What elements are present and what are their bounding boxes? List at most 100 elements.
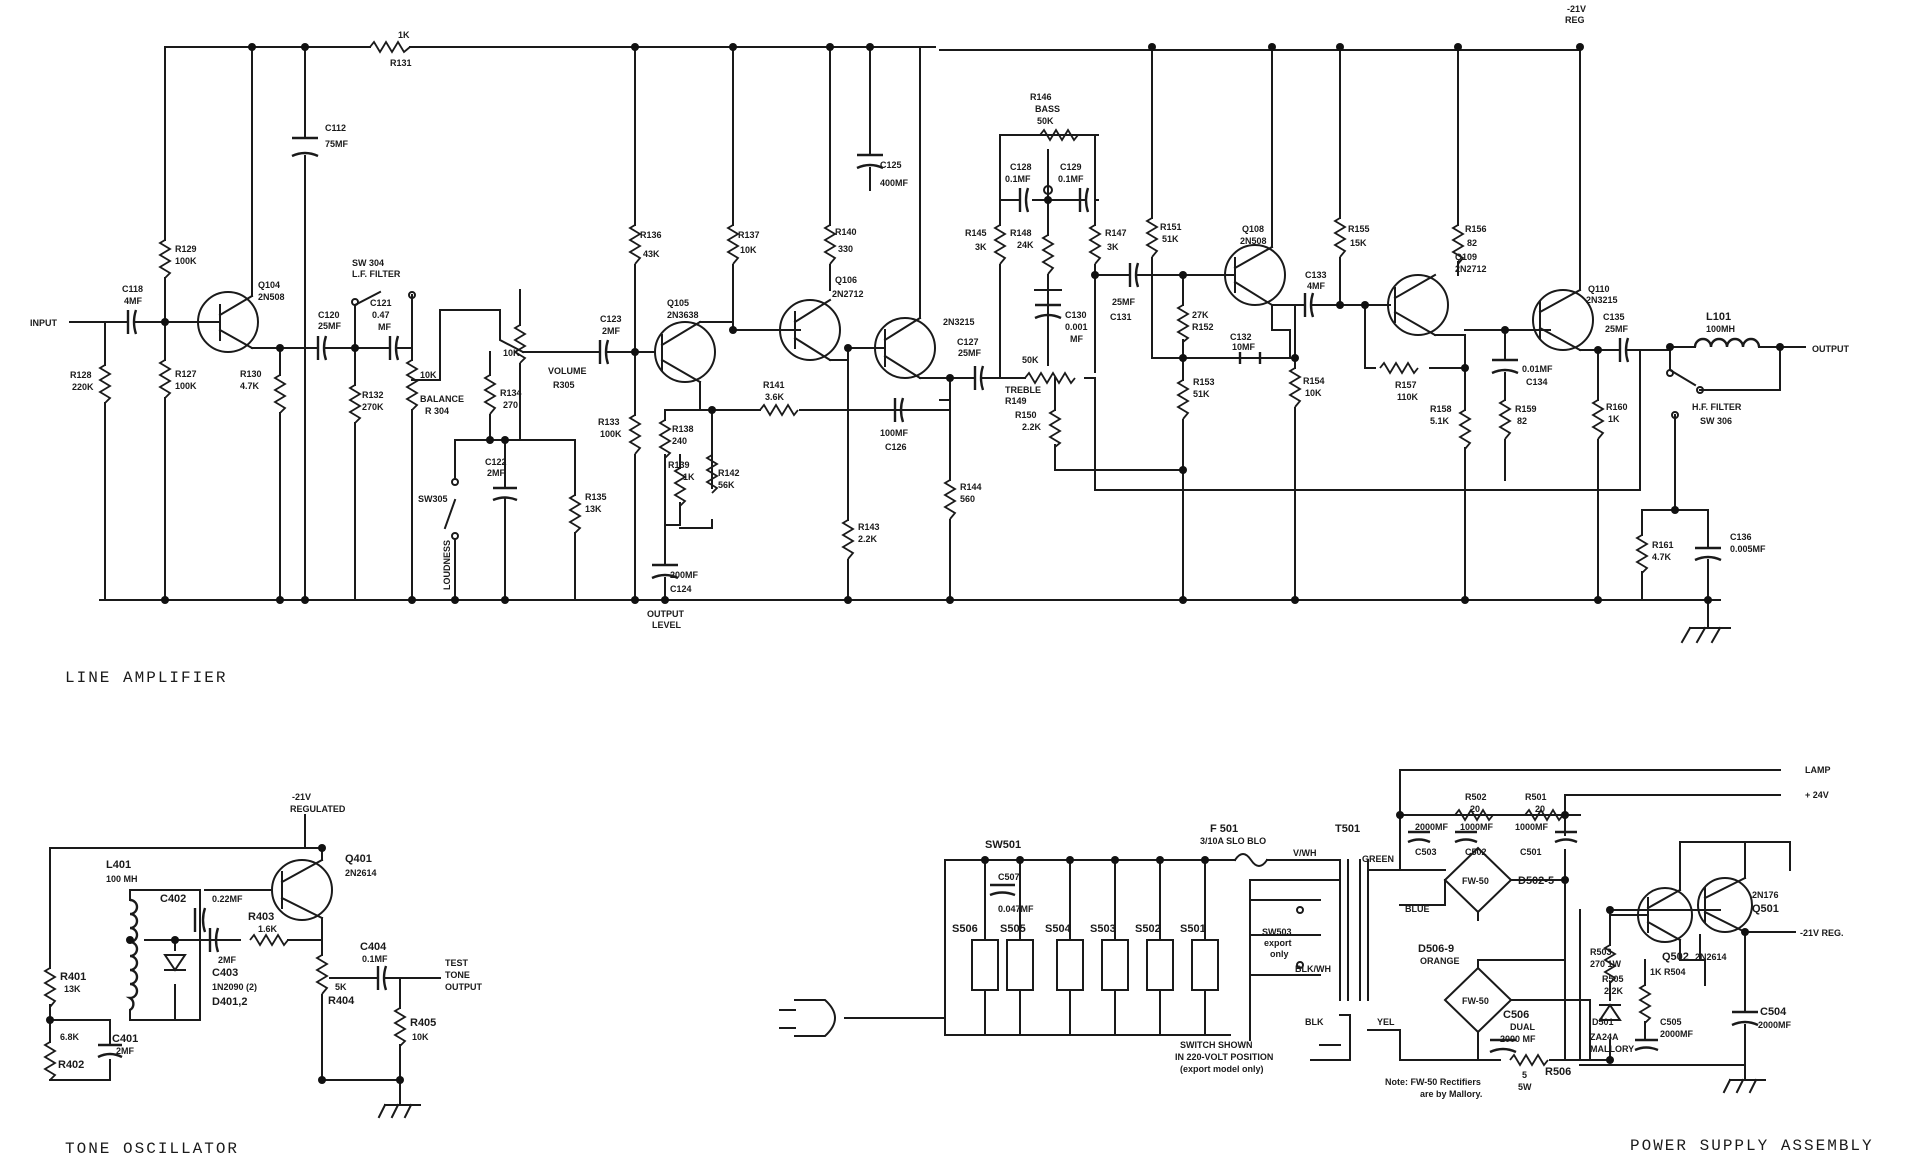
- resistor-r405: [393, 1007, 407, 1047]
- component-value: 2N508: [258, 292, 285, 302]
- resistor-r158: [1458, 409, 1472, 450]
- component-value: 0.1MF: [362, 954, 388, 964]
- output-label: TONE: [445, 970, 470, 980]
- output-label: + 24V: [1805, 790, 1829, 800]
- wire-label: ORANGE: [1420, 956, 1460, 966]
- capacitor-c135: [1618, 337, 1630, 363]
- capacitor-c506: [1489, 1038, 1517, 1054]
- component-value: 110K: [1397, 392, 1419, 402]
- component-value: L.F. FILTER: [352, 269, 401, 279]
- component-value: 10MF: [1232, 342, 1256, 352]
- capacitor-c125: [856, 153, 884, 170]
- potentiometer-r304: [405, 359, 419, 411]
- component-label: T501: [1335, 823, 1360, 835]
- resistor-r501: [1524, 808, 1564, 822]
- component-value: 100 MH: [106, 874, 138, 884]
- component-value: 2MF: [487, 468, 506, 478]
- inductor-l101: [1693, 337, 1761, 348]
- component-label: R501: [1525, 792, 1547, 802]
- resistor-r127: [158, 359, 172, 399]
- component-value: 25MF: [1605, 324, 1629, 334]
- component-label: C505: [1660, 1017, 1682, 1027]
- component-label: R 304: [425, 406, 449, 416]
- component-value: 24K: [1017, 240, 1034, 250]
- component-label: R153: [1193, 377, 1215, 387]
- section-title-tone-oscillator: TONE OSCILLATOR: [65, 1140, 239, 1158]
- component-label: FW-50: [1462, 996, 1489, 1006]
- component-value: 2N2712: [832, 289, 864, 299]
- resistor-r133: [628, 414, 642, 455]
- component-value: 1000MF: [1515, 822, 1549, 832]
- component-label: C401: [112, 1033, 138, 1045]
- ac-plug: [779, 859, 1236, 1037]
- component-value: 75MF: [325, 139, 349, 149]
- note-text: IN 220-VOLT POSITION: [1175, 1052, 1273, 1062]
- component-value: 2N2614: [345, 868, 377, 878]
- component-label: C123: [600, 314, 622, 324]
- component-value: 5.1K: [1430, 416, 1450, 426]
- switch-bank: [971, 939, 1219, 991]
- component-label: C128: [1010, 162, 1032, 172]
- transistor-q104: [197, 291, 259, 353]
- component-value: 1N2090 (2): [212, 982, 257, 992]
- component-label: R150: [1015, 410, 1037, 420]
- switch-label: S502: [1135, 923, 1161, 935]
- capacitor-c124: [651, 563, 679, 580]
- resistor-r145: [993, 224, 1007, 265]
- component-value: 270 1W: [1590, 959, 1622, 969]
- component-label: R130: [240, 369, 262, 379]
- capacitor-c402: [193, 907, 207, 933]
- component-value: 2N2614: [1695, 952, 1727, 962]
- component-value: DUAL: [1510, 1022, 1535, 1032]
- component-label: R402: [58, 1059, 84, 1071]
- transistor-q109: [1387, 274, 1449, 336]
- component-value: 2.2K: [1604, 986, 1624, 996]
- component-label: R128: [70, 370, 92, 380]
- component-value: 2MF: [218, 955, 237, 965]
- component-value: 10K: [412, 1032, 429, 1042]
- component-value: 82: [1517, 416, 1527, 426]
- transformer-t501: [1339, 859, 1369, 1001]
- resistor-r132: [348, 384, 362, 424]
- component-label: R138: [672, 424, 694, 434]
- resistor-r135: [568, 494, 582, 534]
- component-label: R152: [1192, 322, 1214, 332]
- resistor-r141: [759, 403, 799, 417]
- component-value: 3K: [975, 242, 987, 252]
- component-label: SW501: [985, 839, 1021, 851]
- component-value: 100MH: [1706, 324, 1735, 334]
- capacitor-c128: [1018, 187, 1030, 213]
- component-label: SW 306: [1700, 416, 1732, 426]
- component-label: C403: [212, 967, 238, 979]
- switch-label: S506: [952, 923, 978, 935]
- resistor-r137: [726, 224, 740, 265]
- resistor-r150: [1048, 409, 1062, 448]
- capacitor-c134: [1491, 358, 1519, 375]
- component-label: C507: [998, 872, 1020, 882]
- component-label: R132: [362, 390, 384, 400]
- component-value: 1K: [683, 472, 695, 482]
- component-value: 0.047MF: [998, 904, 1034, 914]
- component-value: 1000MF: [1460, 822, 1494, 832]
- switch-label: SW503: [1262, 927, 1292, 937]
- resistor-r134: [483, 374, 497, 415]
- resistor-r138: [658, 419, 672, 459]
- component-label: C404: [360, 941, 387, 953]
- capacitor-c129: [1078, 187, 1090, 213]
- component-value: 220K: [72, 382, 94, 392]
- component-value: 2MF: [116, 1046, 135, 1056]
- resistor-r154: [1288, 367, 1302, 408]
- transistor-q105: [654, 321, 716, 383]
- component-value: 2.2K: [858, 534, 878, 544]
- component-label: Q108: [1242, 224, 1264, 234]
- resistor-r505: [1638, 984, 1652, 1024]
- component-value: 2000MF: [1758, 1020, 1792, 1030]
- component-label: Q106: [835, 275, 857, 285]
- component-label: R131: [390, 58, 412, 68]
- supply-label: REGULATED: [290, 804, 346, 814]
- component-label: C133: [1305, 270, 1327, 280]
- component-label: R139: [668, 460, 690, 470]
- component-value: 25MF: [318, 321, 342, 331]
- component-value: 3.6K: [765, 392, 785, 402]
